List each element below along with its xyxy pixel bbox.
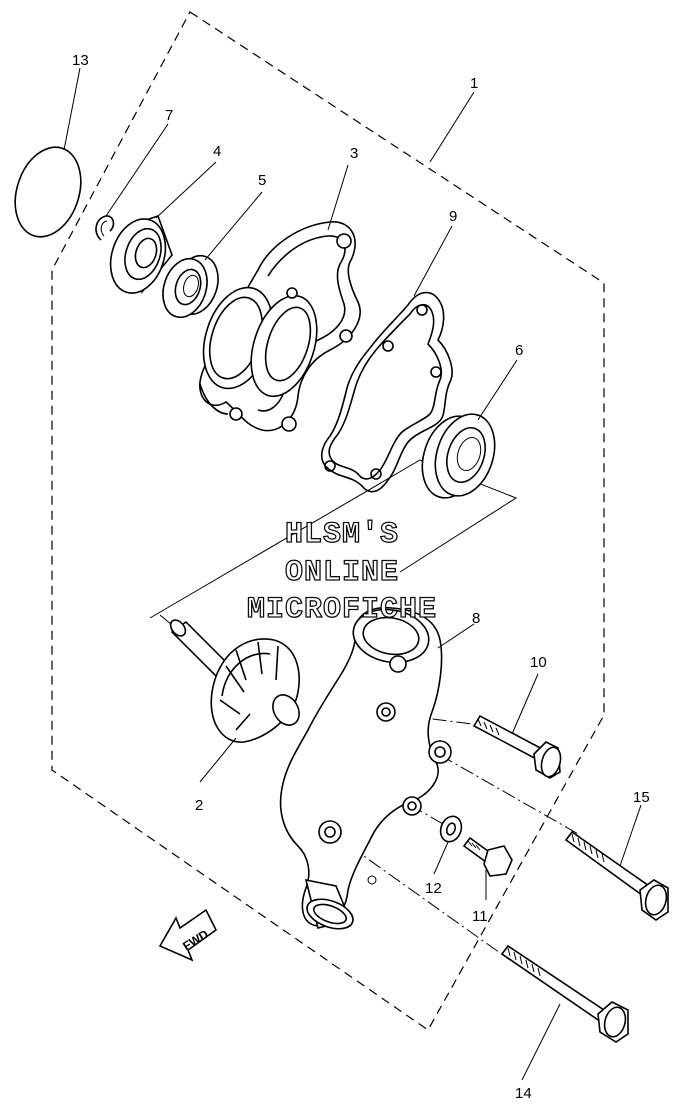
callout-11[interactable]: 11 — [472, 908, 488, 925]
watermark: HLSM'S ONLINE MICROFICHE — [246, 517, 437, 627]
callout-5[interactable]: 5 — [258, 172, 266, 189]
watermark-line-2: ONLINE — [285, 556, 399, 590]
callout-14[interactable]: 14 — [515, 1085, 532, 1102]
bolt-part-10[interactable] — [472, 714, 564, 779]
forward-arrow-icon: FWD — [158, 908, 218, 962]
bolt-part-15[interactable] — [564, 830, 670, 921]
gasket-part-9[interactable] — [320, 291, 453, 493]
callout-2[interactable]: 2 — [195, 797, 203, 814]
callout-8[interactable]: 8 — [472, 610, 480, 627]
callout-12[interactable]: 12 — [425, 880, 442, 897]
callout-7[interactable]: 7 — [165, 107, 173, 124]
bearing-part-4[interactable] — [102, 212, 175, 300]
leader-lines — [63, 67, 642, 1081]
watermark-line-3: MICROFICHE — [247, 593, 437, 627]
callout-13[interactable]: 13 — [72, 52, 89, 69]
circlip-part-7[interactable] — [95, 215, 115, 241]
callout-labels: 1 2 3 4 5 6 7 8 9 10 11 12 13 14 15 — [72, 52, 650, 1102]
impeller-shaft-part-2[interactable] — [168, 617, 305, 743]
bearing-part-6[interactable] — [412, 406, 504, 505]
callout-15[interactable]: 15 — [633, 789, 650, 806]
callout-4[interactable]: 4 — [213, 143, 221, 160]
o-ring-part-13[interactable] — [4, 139, 91, 246]
callout-1[interactable]: 1 — [470, 75, 478, 92]
watermark-line-1: HLSM'S — [285, 518, 399, 552]
washer-part-12[interactable] — [437, 813, 465, 844]
bolt-part-14[interactable] — [500, 944, 629, 1043]
callout-10[interactable]: 10 — [530, 654, 547, 671]
callout-6[interactable]: 6 — [515, 342, 523, 359]
oil-seal-part-5[interactable] — [156, 250, 225, 323]
callout-3[interactable]: 3 — [350, 145, 358, 162]
bolt-part-11[interactable] — [462, 836, 513, 877]
callout-9[interactable]: 9 — [449, 208, 457, 225]
pump-body-part-8[interactable] — [279, 604, 452, 935]
pump-housing-part-3[interactable] — [191, 221, 361, 432]
